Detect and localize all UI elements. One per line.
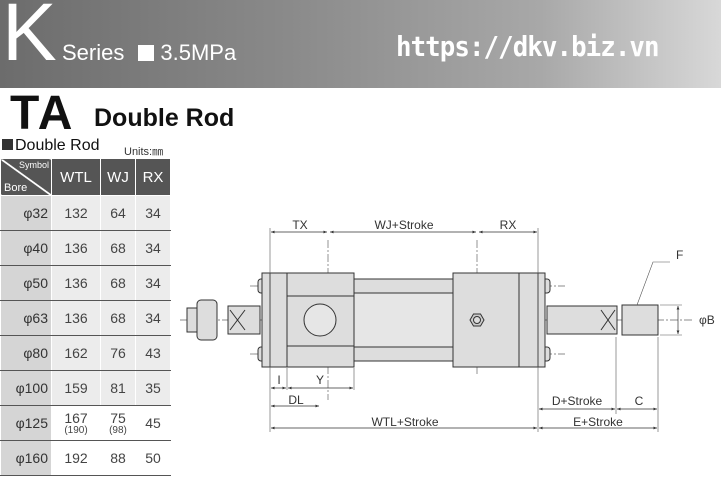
wj: 68: [100, 300, 136, 336]
model-name: Double Rod: [94, 104, 235, 132]
label-rx: RX: [500, 218, 517, 232]
col-wj: WJ: [100, 158, 136, 196]
wtl-alt: (190): [64, 425, 88, 436]
label-e: E+Stroke: [573, 415, 623, 429]
pressure: 3.5MPa: [160, 40, 237, 65]
bore: φ32: [0, 195, 52, 231]
extension-lines: [269, 228, 682, 432]
series-text: Series: [62, 40, 125, 65]
wj: 88: [100, 440, 136, 476]
label-c: C: [635, 394, 644, 408]
table-subtitle: Double Rod: [2, 137, 100, 155]
subtitle-text: Double Rod: [15, 137, 100, 154]
label-tx: TX: [292, 218, 307, 232]
wj-value: 75: [110, 410, 126, 426]
rx: 34: [135, 195, 171, 231]
dimension-lines: [271, 230, 680, 430]
label-dl: DL: [288, 393, 304, 407]
label-d: D+Stroke: [552, 394, 603, 408]
header-banner: K Series 3.5MPa https://dkv.biz.vn: [0, 0, 721, 88]
bore: φ100: [0, 370, 52, 406]
wtl: 162: [51, 335, 101, 371]
series-letter: K: [2, 0, 57, 78]
square-bullet-icon: [2, 139, 13, 150]
label-wtl: WTL+Stroke: [371, 415, 438, 429]
wj-alt: (98): [109, 425, 127, 436]
bore: φ125: [0, 405, 52, 441]
wtl: 192: [51, 440, 101, 476]
rx: 50: [135, 440, 171, 476]
label-y: Y: [316, 373, 324, 387]
bore-label: Bore: [4, 182, 28, 194]
label-b: φB: [699, 313, 715, 327]
cylinder-body: [186, 272, 659, 368]
units-label: Units:㎜: [124, 146, 164, 158]
wtl: 132: [51, 195, 101, 231]
wtl: 136: [51, 230, 101, 266]
label-wj: WJ+Stroke: [374, 218, 433, 232]
series-label: Series 3.5MPa: [62, 40, 236, 66]
wtl: 159: [51, 370, 101, 406]
wtl: 167(190): [51, 405, 101, 441]
website-url: https://dkv.biz.vn: [396, 30, 660, 63]
symbol-label: Symbol: [18, 160, 49, 170]
rx: 35: [135, 370, 171, 406]
wj: 75(98): [100, 405, 136, 441]
square-bullet-icon: [138, 45, 155, 61]
wtl-value: 167: [64, 410, 88, 426]
wj: 76: [100, 335, 136, 371]
col-wtl: WTL: [51, 158, 101, 196]
bore: φ160: [0, 440, 52, 476]
wtl: 136: [51, 265, 101, 301]
bore: φ50: [0, 265, 52, 301]
rx: 34: [135, 300, 171, 336]
label-i: I: [277, 373, 280, 387]
wj: 68: [100, 265, 136, 301]
bore: φ40: [0, 230, 52, 266]
rx: 43: [135, 335, 171, 371]
col-rx: RX: [135, 158, 171, 196]
model-code: TA: [10, 87, 75, 140]
label-f: F: [676, 248, 683, 262]
